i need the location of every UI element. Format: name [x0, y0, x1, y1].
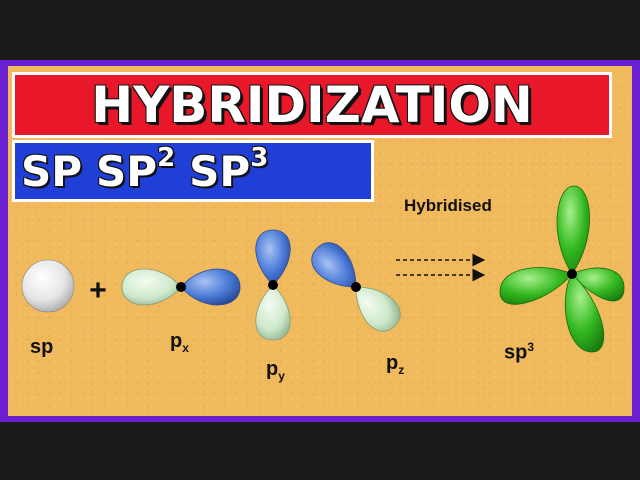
pz-orbital [311, 242, 401, 332]
page-title: HYBRIDIZATION [91, 76, 533, 134]
plus-sign: + [89, 274, 107, 307]
s-orbital-sphere [21, 259, 75, 313]
hybridised-caption: Hybridised [404, 196, 492, 215]
label-px: px [170, 330, 189, 355]
label-sp: sp [30, 336, 54, 358]
px-orbital [121, 268, 241, 306]
subtitle-banner: SP SP2 SP3 [12, 140, 374, 202]
subtitle-sp3: SP3 [189, 142, 269, 196]
label-pz: pz [386, 352, 405, 377]
py-orbital [255, 229, 291, 341]
subtitle-sp2: SP2 [96, 142, 176, 196]
subtitle-sp: SP [21, 146, 83, 196]
sp3-orbital [499, 185, 625, 353]
label-py: py [266, 358, 285, 383]
label-sp3: sp3 [504, 340, 535, 364]
title-banner: HYBRIDIZATION [12, 72, 612, 138]
